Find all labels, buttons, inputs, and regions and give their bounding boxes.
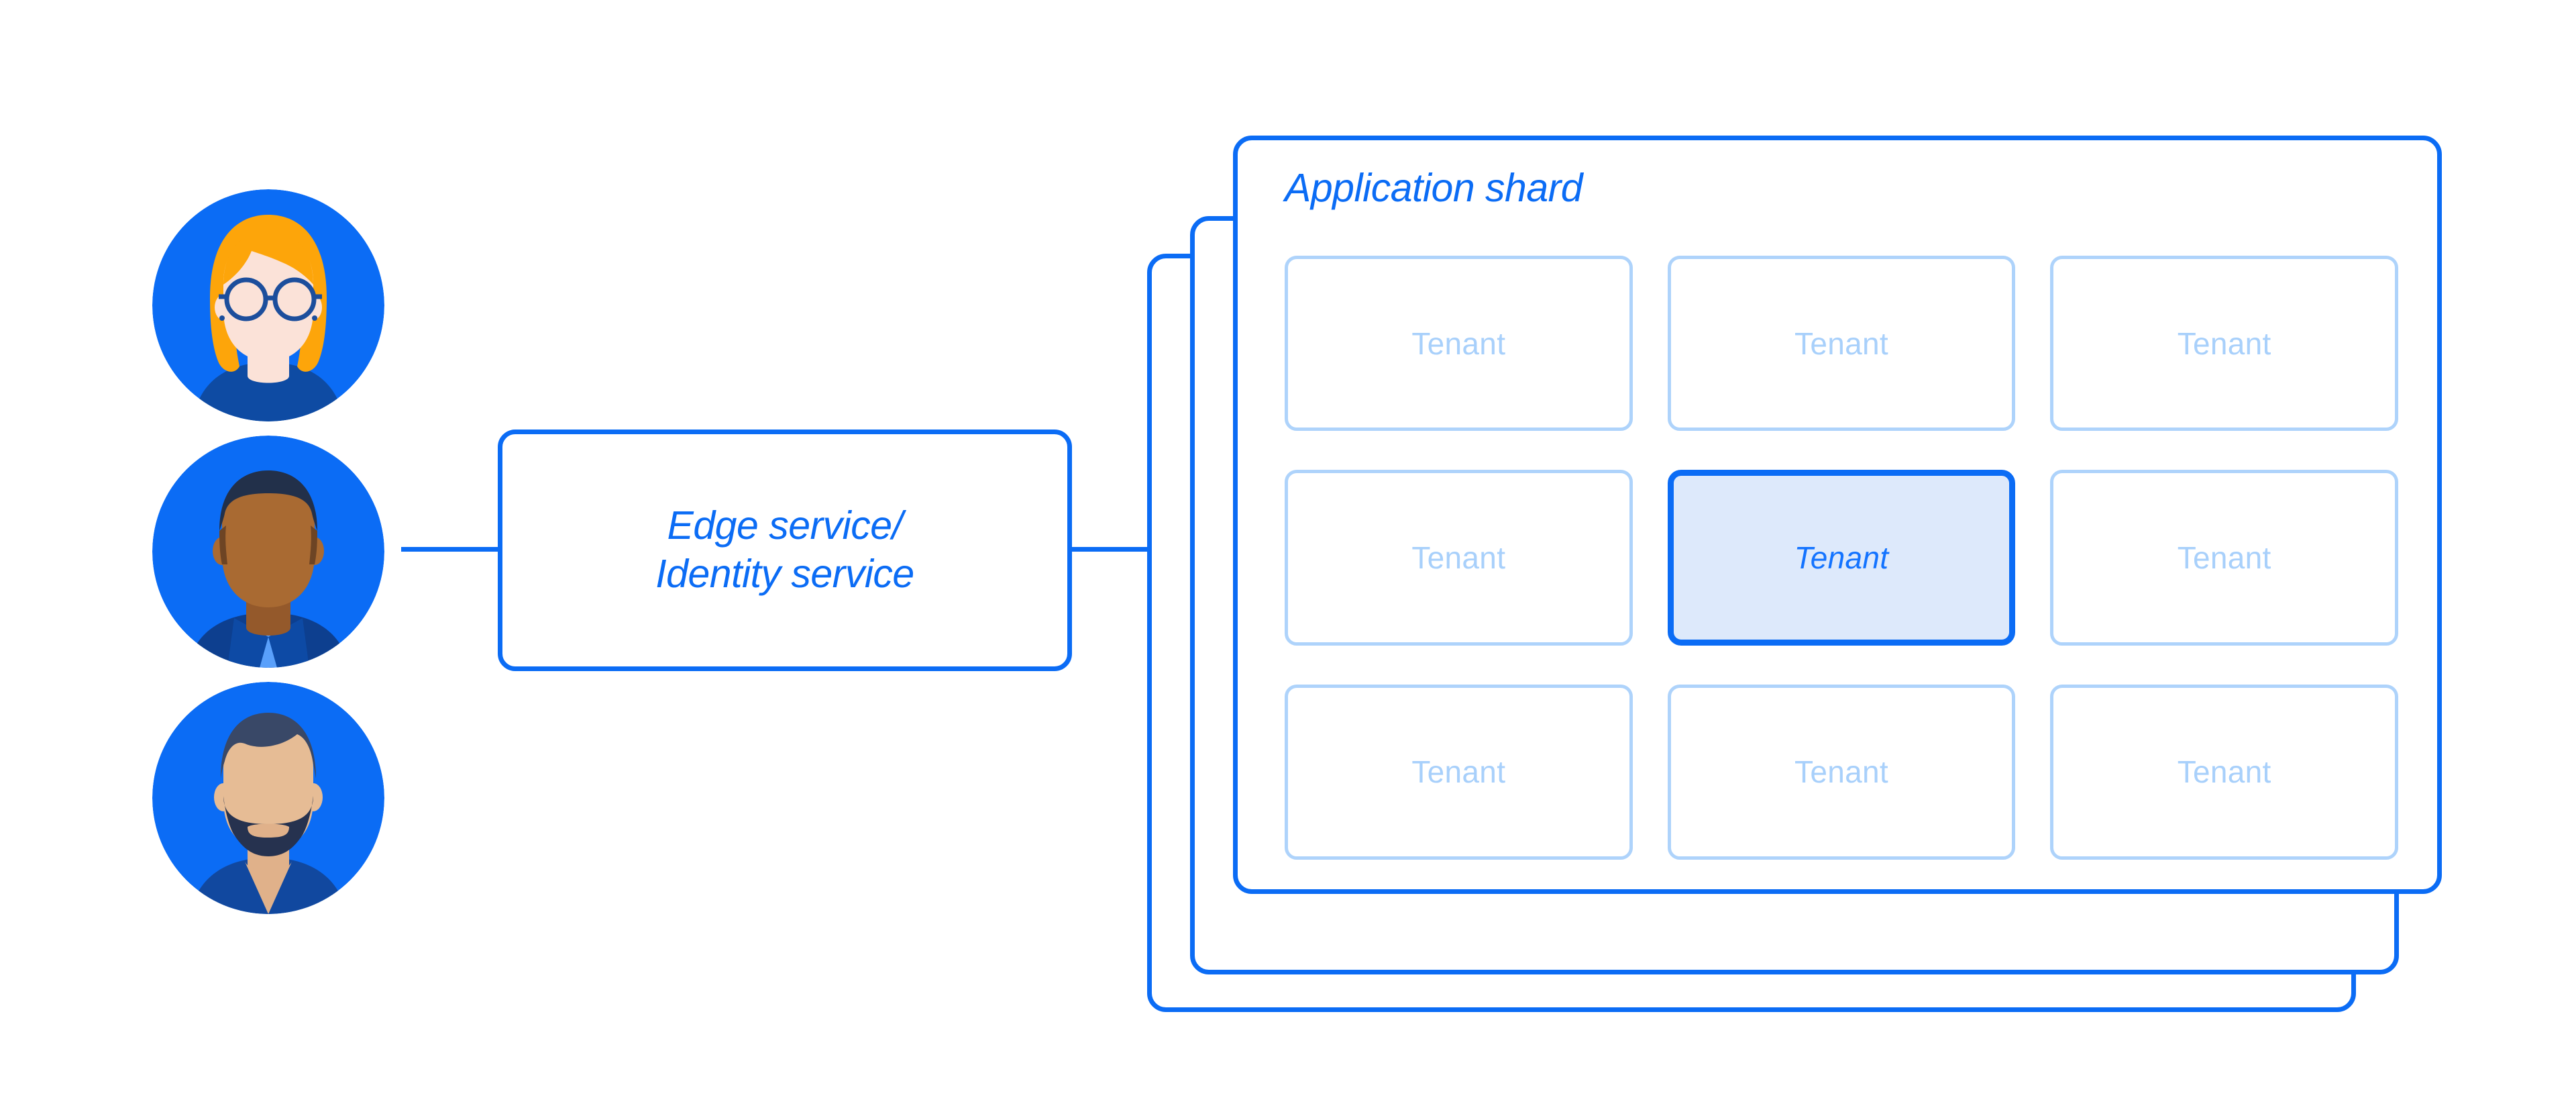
avatar-user-2 (152, 436, 384, 668)
tenant-label-active: Tenant (1794, 540, 1889, 575)
tenant-label: Tenant (1794, 754, 1888, 790)
tenant-label: Tenant (1411, 754, 1506, 790)
avatar-user-1 (152, 189, 384, 421)
tenant-cell-5-active[interactable]: Tenant (1667, 470, 2016, 646)
user-avatar-group (152, 189, 384, 914)
connector-edge-to-shard (1068, 547, 1152, 552)
avatar-user-3-icon (152, 682, 384, 914)
avatar-user-1-icon (152, 189, 384, 421)
tenant-cell-7[interactable]: Tenant (1285, 684, 1633, 860)
tenant-label: Tenant (2177, 754, 2271, 790)
tenant-grid: Tenant Tenant Tenant Tenant Tenant Tenan… (1285, 256, 2398, 860)
connector-users-to-edge (401, 547, 502, 552)
tenant-cell-9[interactable]: Tenant (2050, 684, 2398, 860)
edge-service-label: Edge service/ Identity service (655, 503, 914, 596)
tenant-cell-1[interactable]: Tenant (1285, 256, 1633, 432)
application-shard-title: Application shard (1285, 166, 1583, 210)
avatar-user-2-icon (152, 436, 384, 668)
edge-service-box[interactable]: Edge service/ Identity service (498, 430, 1072, 671)
tenant-label: Tenant (1411, 325, 1506, 361)
avatar-user-3 (152, 682, 384, 914)
tenant-cell-8[interactable]: Tenant (1667, 684, 2016, 860)
application-shard-card-front[interactable]: Application shard Tenant Tenant Tenant T… (1233, 136, 2442, 894)
tenant-label: Tenant (2177, 325, 2271, 361)
tenant-label: Tenant (1794, 325, 1888, 361)
tenant-label: Tenant (2177, 540, 2271, 575)
tenant-label: Tenant (1411, 540, 1506, 575)
tenant-cell-4[interactable]: Tenant (1285, 470, 1633, 646)
tenant-cell-6[interactable]: Tenant (2050, 470, 2398, 646)
tenant-cell-2[interactable]: Tenant (1667, 256, 2016, 432)
application-shard-stack: Application shard Tenant Tenant Tenant T… (1147, 136, 2482, 1015)
tenant-cell-3[interactable]: Tenant (2050, 256, 2398, 432)
